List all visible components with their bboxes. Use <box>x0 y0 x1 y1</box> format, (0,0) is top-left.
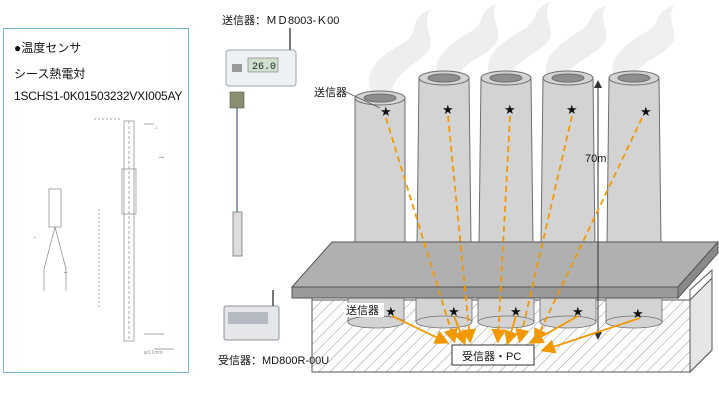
transmitter-stars: ★ ★ ★ ★ ★ ★ ★ ★ ★ ★ <box>380 102 652 321</box>
signal-arrows <box>385 115 643 354</box>
smoke <box>368 2 675 94</box>
receiver-model-label: 受信器：MD800R-00U <box>218 355 330 367</box>
svg-text:▪▪▪: ▪▪▪ <box>159 155 165 161</box>
receiver-device <box>223 290 280 341</box>
svg-text:★: ★ <box>442 102 454 117</box>
svg-text:▪: ▪ <box>34 235 36 241</box>
sensor-drawing: ⊥ ▪▪▪ ▪ ▪▪ φ3.1mm <box>34 118 174 356</box>
svg-text:★: ★ <box>504 102 516 117</box>
receiver-pc-label: 受信器・PC <box>462 350 521 363</box>
chimneys <box>354 70 662 246</box>
sensor-model: 1SCHS1-0K01503232VXI005AY <box>14 89 183 103</box>
lower-transmitter-label-bg <box>344 303 384 317</box>
svg-text:φ3.1mm: φ3.1mm <box>144 350 163 356</box>
sensor-subtitle: シース熱電対 <box>14 67 86 81</box>
transmitter-model-label: 送信器：ＭＤ8003-Ｋ00 <box>222 15 340 27</box>
chimney-transmitter-label: 送信器 <box>314 85 347 99</box>
sensor-title: ●温度センサ <box>14 41 82 55</box>
platform <box>290 240 719 300</box>
lower-transmitter-label: 送信器 <box>346 303 379 317</box>
svg-text:★: ★ <box>448 304 460 319</box>
svg-text:★: ★ <box>632 306 644 321</box>
sensor-spec-panel: ●温度センサ シース熱電対 1SCHS1-0K01503232VXI005AY … <box>3 28 189 373</box>
svg-text:⊥: ⊥ <box>154 125 158 131</box>
height-label: 70m <box>585 153 606 165</box>
svg-text:★: ★ <box>380 104 392 119</box>
svg-text:★: ★ <box>510 304 522 319</box>
svg-text:★: ★ <box>572 304 584 319</box>
svg-text:★: ★ <box>385 304 397 319</box>
transmitter-device: 26.0 <box>225 28 297 257</box>
svg-text:★: ★ <box>566 102 578 117</box>
svg-text:▪▪: ▪▪ <box>64 270 68 276</box>
svg-text:★: ★ <box>640 104 652 119</box>
transmitter-display: 26.0 <box>252 62 276 73</box>
chimney-transmitter-leader <box>345 91 381 109</box>
receiver-pc-box: 受信器・PC <box>451 344 535 366</box>
